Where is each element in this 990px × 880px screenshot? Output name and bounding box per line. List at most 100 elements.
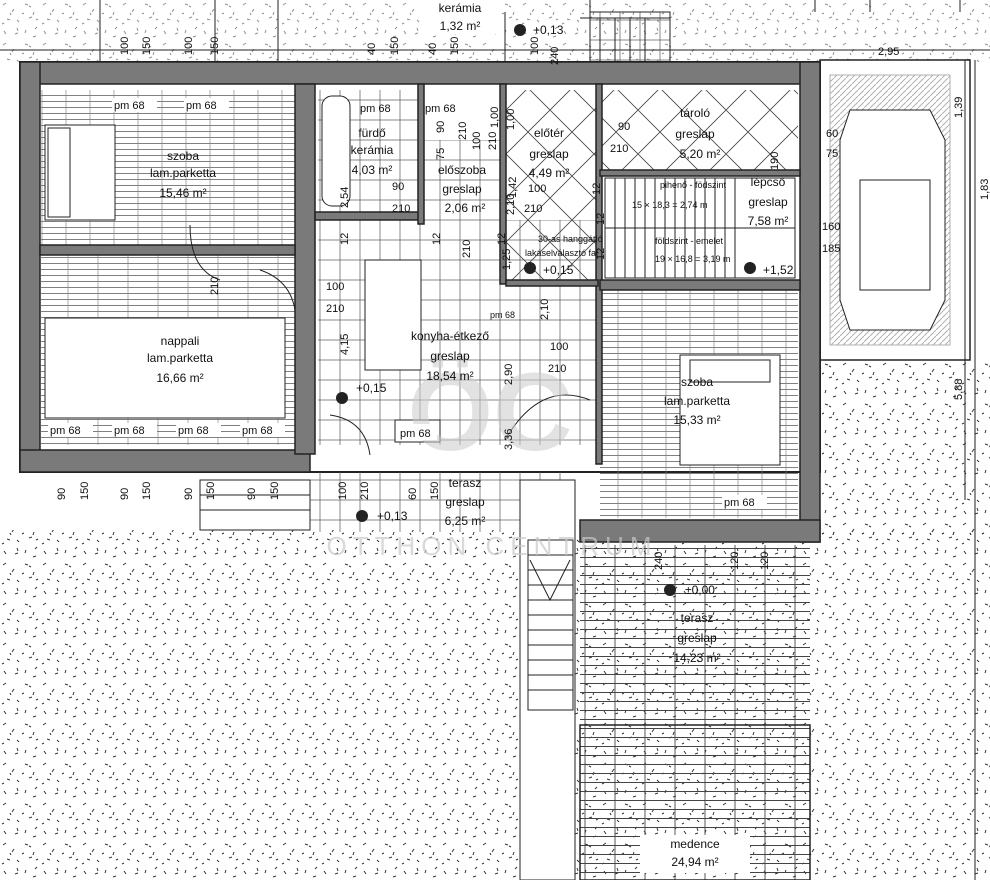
svg-text:nappali: nappali: [161, 334, 200, 348]
svg-text:12: 12: [595, 213, 607, 225]
svg-text:240: 240: [653, 552, 665, 570]
svg-text:150: 150: [79, 482, 91, 500]
svg-text:lam.parketta: lam.parketta: [664, 394, 730, 408]
svg-text:150: 150: [141, 482, 153, 500]
garden-right: [820, 360, 990, 535]
svg-text:pm 68: pm 68: [178, 425, 209, 437]
svg-text:pm 68: pm 68: [490, 310, 515, 320]
svg-text:szoba: szoba: [167, 149, 199, 163]
svg-text:5,20 m²: 5,20 m²: [680, 147, 721, 161]
dimension-labels: 100 150 100 150 40 150 40 150 100 240 pm…: [48, 37, 990, 570]
svg-text:210: 210: [392, 203, 410, 215]
svg-text:75: 75: [435, 148, 447, 160]
svg-text:greslap: greslap: [442, 182, 482, 196]
svg-text:konyha-étkező: konyha-étkező: [411, 329, 489, 343]
svg-text:pm 68: pm 68: [242, 425, 273, 437]
svg-text:greslap: greslap: [430, 349, 470, 363]
room-keramia-top: kerámia 1,32 m²: [420, 0, 500, 34]
svg-text:+0,13: +0,13: [377, 509, 408, 523]
svg-text:lépcső: lépcső: [751, 175, 786, 189]
svg-text:előtér: előtér: [534, 126, 564, 140]
svg-text:+1,52: +1,52: [763, 263, 794, 277]
svg-text:90: 90: [246, 488, 258, 500]
svg-text:1,42: 1,42: [507, 177, 519, 198]
svg-text:210: 210: [326, 303, 344, 315]
svg-text:90: 90: [435, 121, 447, 133]
svg-text:+0,13: +0,13: [533, 23, 564, 37]
svg-text:18,54 m²: 18,54 m²: [426, 369, 473, 383]
svg-text:pm 68: pm 68: [425, 103, 456, 115]
svg-text:pm 68: pm 68: [186, 100, 217, 112]
svg-text:greslap: greslap: [675, 127, 715, 141]
svg-text:6,25 m²: 6,25 m²: [445, 514, 486, 528]
svg-text:pm 68: pm 68: [114, 100, 145, 112]
room-eloszoba: előszoba greslap 2,06 m²: [438, 163, 486, 215]
svg-text:+0,15: +0,15: [543, 263, 574, 277]
svg-text:+0,15: +0,15: [356, 381, 387, 395]
room-lepcso: lépcső greslap 7,58 m²: [748, 175, 789, 228]
svg-text:150: 150: [209, 37, 221, 55]
room-fill-eloszoba: [422, 140, 500, 220]
svg-text:1,00: 1,00: [489, 107, 501, 128]
svg-text:tároló: tároló: [680, 106, 710, 120]
svg-text:100: 100: [471, 132, 483, 150]
svg-text:160: 160: [822, 221, 840, 233]
svg-text:2,06 m²: 2,06 m²: [445, 201, 486, 215]
svg-text:3,36: 3,36: [503, 429, 515, 450]
svg-text:lam.parketta: lam.parketta: [150, 166, 216, 180]
svg-text:210: 210: [457, 122, 469, 140]
svg-text:medence: medence: [670, 837, 720, 851]
room-szoba1: szoba lam.parketta 15,46 m²: [150, 149, 216, 200]
level-marker-4: +0,15: [524, 262, 574, 277]
svg-text:150: 150: [389, 37, 401, 55]
watermark-text: OTTHON CENTRUM: [327, 531, 658, 561]
svg-text:19 × 16,8 = 3,19 m: 19 × 16,8 = 3,19 m: [655, 254, 731, 264]
svg-text:greslap: greslap: [677, 631, 717, 645]
room-tarolo: tároló greslap 5,20 m²: [675, 106, 720, 161]
svg-text:12: 12: [496, 233, 508, 245]
svg-text:190: 190: [769, 152, 781, 170]
room-fill-konyha: [318, 220, 596, 445]
svg-text:pm 68: pm 68: [360, 103, 391, 115]
svg-text:2,54: 2,54: [339, 187, 351, 208]
svg-text:210: 210: [209, 277, 221, 295]
svg-text:előszoba: előszoba: [438, 163, 486, 177]
svg-text:24,94 m²: 24,94 m²: [671, 855, 718, 869]
svg-text:185: 185: [822, 243, 840, 255]
furniture: [44, 95, 781, 466]
svg-text:40: 40: [366, 43, 378, 55]
level-marker-1: +0,13: [514, 23, 564, 37]
svg-text:15,46 m²: 15,46 m²: [159, 186, 206, 200]
stair: [604, 177, 796, 279]
svg-text:100: 100: [326, 281, 344, 293]
svg-text:210: 210: [461, 240, 473, 258]
svg-text:4,49 m²: 4,49 m²: [529, 166, 570, 180]
svg-text:pm 68: pm 68: [114, 425, 145, 437]
svg-text:150: 150: [449, 37, 461, 55]
svg-text:150: 150: [205, 482, 217, 500]
svg-text:terasz: terasz: [449, 476, 482, 490]
svg-text:1,00: 1,00: [505, 109, 517, 130]
level-marker-3: +0,15: [336, 381, 387, 404]
room-terasz2: terasz greslap 14,23 m²: [673, 611, 720, 665]
svg-text:100: 100: [119, 37, 131, 55]
svg-text:2,10: 2,10: [505, 194, 517, 215]
svg-text:100: 100: [528, 183, 546, 195]
svg-text:4,15: 4,15: [339, 334, 351, 355]
svg-text:240: 240: [549, 47, 561, 65]
svg-text:15 × 18,3 = 2,74 m: 15 × 18,3 = 2,74 m: [632, 200, 708, 210]
svg-text:90: 90: [183, 488, 195, 500]
svg-text:40: 40: [427, 43, 439, 55]
sill-labels: pm 68 pm 68 pm 68 pm 68 pm 68 pm 68 pm 6…: [48, 98, 767, 509]
level-markers: +0,13 +0,13 +0,15 +0,15 +1,52 ±0,00: [336, 23, 794, 597]
svg-text:12: 12: [595, 248, 607, 260]
watermark-logo: ÖC: [408, 351, 573, 474]
svg-text:120: 120: [759, 552, 771, 570]
svg-text:2,95: 2,95: [878, 46, 899, 58]
watermark: ÖC OTTHON CENTRUM: [327, 351, 658, 561]
svg-text:75: 75: [826, 148, 838, 160]
room-konyha: konyha-étkező greslap 18,54 m²: [411, 329, 489, 383]
svg-text:30-as hanggátló: 30-as hanggátló: [538, 234, 603, 244]
svg-text:210: 210: [524, 203, 542, 215]
